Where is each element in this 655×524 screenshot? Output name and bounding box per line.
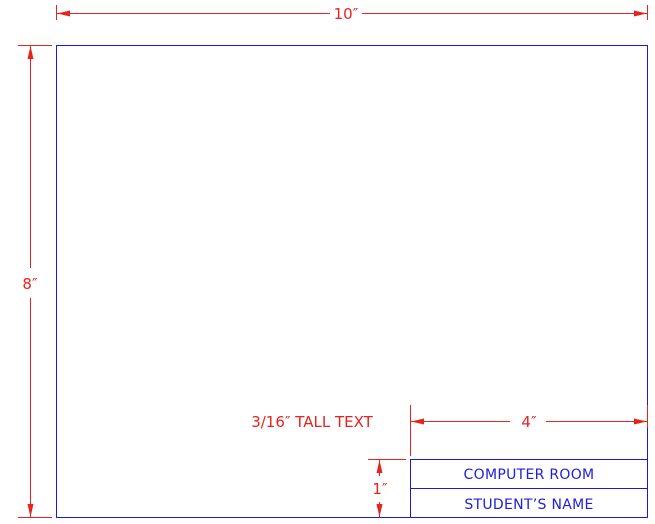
height-dimension: 8″ [18, 45, 52, 518]
width-dimension: 10″ [56, 5, 648, 23]
title-block-row1: COMPUTER ROOM [464, 467, 595, 483]
width-arrow-right [634, 10, 647, 17]
titleblock-row-dimension: 1″ [368, 459, 406, 518]
height-arrow-bottom [27, 504, 34, 517]
height-arrow-top [27, 46, 34, 59]
tb-row-label: 1″ [372, 480, 388, 498]
tb-width-label: 4″ [521, 413, 537, 431]
text-height-note: 3/16″ TALL TEXT [251, 413, 373, 431]
tb-row-arrow-bottom [376, 504, 383, 517]
title-block: COMPUTER ROOM STUDENT’S NAME [410, 459, 648, 518]
width-arrow-left [57, 10, 70, 17]
title-block-row2: STUDENT’S NAME [464, 497, 593, 513]
tb-width-arrow-left [411, 418, 424, 425]
sheet-border [56, 45, 648, 518]
tb-width-arrow-right [634, 418, 647, 425]
height-label: 8″ [22, 275, 38, 293]
width-label: 10″ [334, 5, 359, 23]
titleblock-width-dimension: 4″ [410, 405, 648, 456]
tb-row-arrow-top [376, 460, 383, 473]
